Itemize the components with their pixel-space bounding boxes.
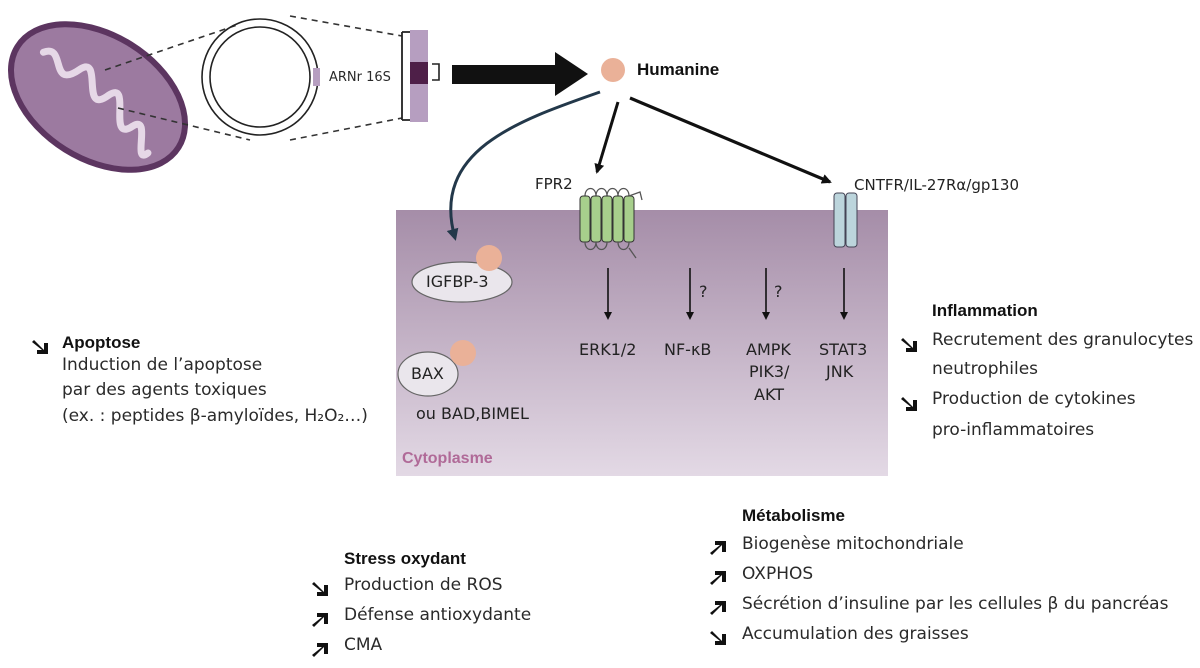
fpr2-receptor-icon xyxy=(579,187,643,259)
arrow-up-icon xyxy=(312,613,328,627)
zoom-line-top xyxy=(104,23,241,71)
metabolisme-item-2: OXPHOS xyxy=(742,564,814,584)
stress-item-3: CMA xyxy=(344,635,383,655)
bax-ellipse xyxy=(397,351,459,397)
gene-bar-icon xyxy=(401,30,440,122)
arrow-down-icon xyxy=(901,397,917,411)
apoptose-title: Apoptose xyxy=(62,333,141,352)
cntfr-receptor-icon xyxy=(833,192,858,248)
stress-item-2: Défense antioxydante xyxy=(344,605,532,625)
stat3-line-2: JNK xyxy=(826,362,854,381)
ampk-line-3: AKT xyxy=(754,385,784,404)
bax-label: BAX xyxy=(411,364,444,383)
inflammation-item-2-line-1: Production de cytokines xyxy=(932,389,1136,409)
humanine-label: Humanine xyxy=(637,60,720,79)
apoptose-line-1: Induction de l’apoptose xyxy=(62,355,263,375)
arrow-up-icon xyxy=(710,541,726,555)
ampk-line-2: PIK3/ xyxy=(749,362,790,381)
arrow-up-icon xyxy=(710,571,726,585)
arrow-down-icon xyxy=(312,582,328,596)
cytoplasme-label: Cytoplasme xyxy=(402,450,493,467)
arrow-to-igfbp3 xyxy=(446,90,601,241)
arrow-up-icon xyxy=(710,601,726,615)
arrow-to-cntfr xyxy=(629,96,832,184)
inflammation-title: Inflammation xyxy=(932,301,1038,320)
apoptose-line-3: (ex. : peptides β-amyloïdes, H₂O₂…) xyxy=(62,406,368,426)
inflammation-item-1-line-1: Recrutement des granulocytes xyxy=(932,330,1194,350)
arrow-down-icon xyxy=(710,631,726,645)
metabolisme-title: Métabolisme xyxy=(742,506,845,525)
metabolisme-item-1: Biogenèse mitochondriale xyxy=(742,534,964,554)
zoom-line-bottom xyxy=(117,107,251,141)
metabolisme-item-4: Accumulation des graisses xyxy=(742,624,969,644)
erk-label: ERK1/2 xyxy=(579,340,637,359)
humanine-peptide-icon xyxy=(601,58,625,82)
igfbp3-label: IGFBP-3 xyxy=(426,272,489,291)
ampk-line-1: AMPK xyxy=(746,340,791,359)
inflammation-item-1-line-2: neutrophiles xyxy=(932,359,1039,379)
stat3-line-1: STAT3 xyxy=(819,340,868,359)
cntfr-label: CNTFR/IL-27Rα/gp130 xyxy=(854,176,1020,194)
zoom-line-dna-bottom xyxy=(289,117,403,141)
ampk-question-mark: ? xyxy=(774,282,783,301)
mtdna-circle-icon xyxy=(201,18,320,136)
nfkb-question-mark: ? xyxy=(699,282,708,301)
igfbp3-peptide-icon xyxy=(476,245,502,271)
inflammation-item-2-line-2: pro-inflammatoires xyxy=(932,420,1095,440)
nfkb-label: NF-κB xyxy=(664,340,712,359)
arrow-down-icon xyxy=(32,340,48,354)
bax-peptide-icon xyxy=(450,340,476,366)
igfbp3-ellipse xyxy=(411,261,513,303)
stress-title: Stress oxydant xyxy=(344,549,466,568)
arrow-to-fpr2 xyxy=(594,101,620,174)
bad-bimel-label: ou BAD,BIMEL xyxy=(416,404,529,423)
metabolisme-item-3: Sécrétion d’insuline par les cellules β … xyxy=(742,594,1169,614)
stress-item-1: Production de ROS xyxy=(344,575,503,595)
apoptose-line-2: par des agents toxiques xyxy=(62,380,267,400)
arrow-down-icon xyxy=(901,338,917,352)
fpr2-label: FPR2 xyxy=(535,175,573,193)
zoom-line-dna-top xyxy=(289,15,403,37)
big-arrow-icon xyxy=(452,52,588,96)
arn-label: ARNr 16S xyxy=(329,70,391,85)
mitochondrion-icon xyxy=(7,21,189,173)
arrow-up-icon xyxy=(312,643,328,657)
